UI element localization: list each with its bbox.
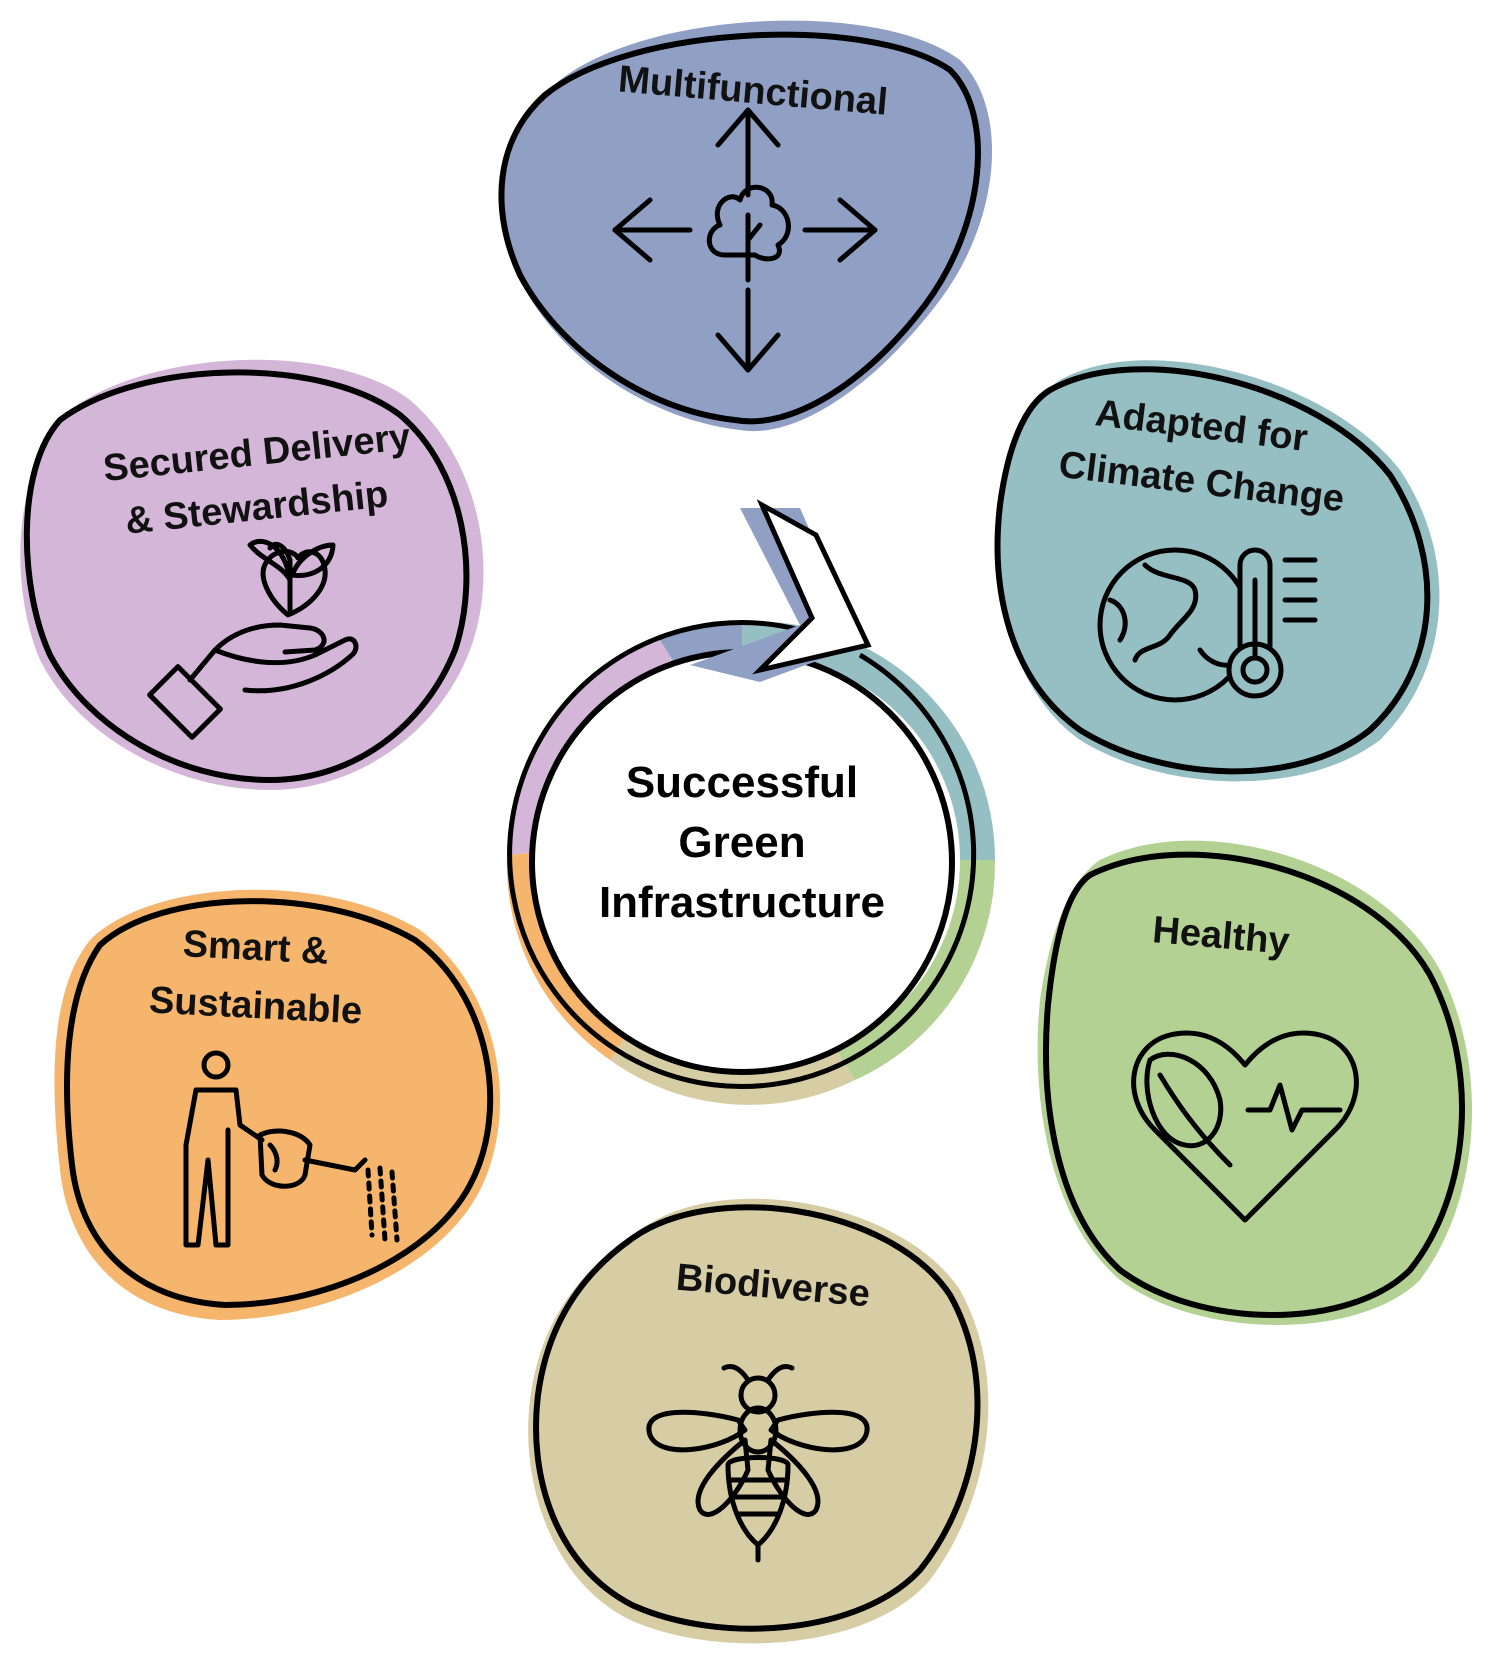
petal-smart-shape — [54, 889, 500, 1320]
center-title-line3: Infrastructure — [599, 878, 885, 927]
petal-biodiverse-shape — [528, 1198, 989, 1644]
watering-can-person-icon — [183, 1050, 400, 1248]
petal-smart-outline — [64, 898, 494, 1309]
center-title-line1: Successful — [626, 758, 858, 807]
ring-segment-secured — [507, 640, 680, 855]
petal-healthy-shape — [1037, 840, 1473, 1325]
hand-seedling-icon — [147, 538, 359, 740]
petal-multifunctional: Multifunctional — [498, 20, 993, 432]
center-cycle: Successful Green Infrastructure — [506, 499, 996, 1105]
petal-biodiverse: Biodiverse — [528, 1198, 989, 1644]
petal-adapted-shape — [997, 360, 1440, 782]
petal-healthy-outline — [1043, 851, 1465, 1318]
petal-secured-outline — [23, 369, 470, 784]
cycle-arrow-head — [752, 499, 872, 675]
petal-adapted: Adapted for Climate Change — [994, 360, 1440, 782]
ring-segment-healthy — [835, 860, 996, 1080]
petal-adapted-outline — [994, 366, 1431, 775]
petal-secured: Secured Delivery & Stewardship — [20, 359, 484, 790]
petal-smart: Smart & Sustainable — [54, 889, 500, 1320]
globe-thermometer-icon — [1097, 547, 1318, 703]
petal-smart-label-line1: Smart & — [182, 923, 330, 973]
ring-outline — [507, 620, 977, 1090]
petal-multifunctional-outline — [498, 31, 981, 425]
center-title-line2: Green — [678, 818, 805, 867]
petal-secured-shape — [20, 359, 484, 790]
heart-leaf-icon — [1131, 1030, 1359, 1223]
tree-arrows-icon — [612, 107, 878, 373]
petal-biodiverse-outline — [533, 1204, 981, 1632]
petal-healthy: Healthy — [1037, 840, 1473, 1325]
bee-icon — [646, 1364, 870, 1563]
